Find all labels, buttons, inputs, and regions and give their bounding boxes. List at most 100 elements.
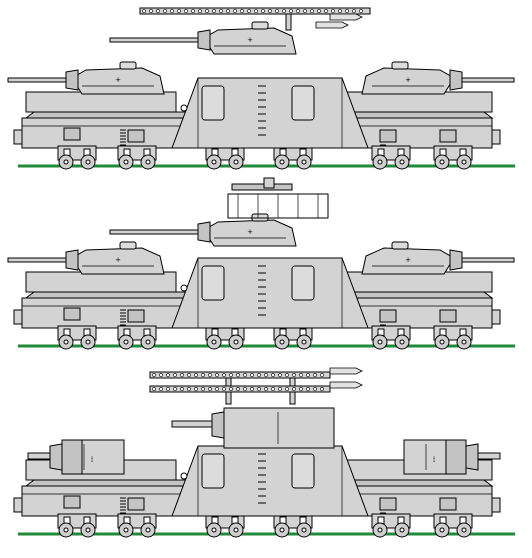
rail-hole <box>285 387 289 391</box>
wheel-hub <box>301 527 307 533</box>
rail-hole <box>194 373 198 377</box>
rail-hole <box>261 9 265 13</box>
rail-hole <box>212 9 216 13</box>
bogie <box>371 513 411 538</box>
wheel-hub <box>399 527 405 533</box>
bogie <box>433 145 473 170</box>
platform-left <box>25 271 177 293</box>
rail-hole <box>163 9 167 13</box>
gun-mantlet <box>197 29 211 51</box>
gun-barrel <box>27 452 51 460</box>
gun-mantlet <box>449 69 463 91</box>
bogie <box>205 145 245 170</box>
bogie <box>57 145 97 170</box>
rail-hole <box>187 387 191 391</box>
bogie <box>205 513 245 538</box>
bogie <box>273 513 313 538</box>
rail-hole <box>236 387 240 391</box>
variant-3: ⁞⁞⁞ <box>13 367 515 538</box>
rail-hole <box>338 9 342 13</box>
axle-box <box>127 309 145 323</box>
rail-hole <box>198 9 202 13</box>
casemate-body <box>171 77 369 149</box>
rail-hole <box>173 387 177 391</box>
variant-2: +++ <box>7 177 515 350</box>
rail-hole <box>247 9 251 13</box>
rail-hole <box>222 373 226 377</box>
rail-hole <box>191 9 195 13</box>
rail-hole <box>180 373 184 377</box>
wheel-hub <box>377 527 383 533</box>
wheel-hub <box>279 159 285 165</box>
wheel-hub <box>63 527 69 533</box>
end-turret-left: ⁞ <box>27 439 125 475</box>
gun-mantlet <box>197 221 211 243</box>
rail-hole <box>320 373 324 377</box>
wheel-hub <box>377 159 383 165</box>
axle-box <box>127 497 145 511</box>
rail-hole <box>268 9 272 13</box>
rail-hole <box>306 373 310 377</box>
rail-hole <box>170 9 174 13</box>
rail-hole <box>271 373 275 377</box>
rail-hole <box>282 9 286 13</box>
side-door <box>291 85 315 121</box>
turret-mark: + <box>405 76 411 84</box>
wheel-hub <box>85 159 91 165</box>
rail-hole <box>306 387 310 391</box>
side-door <box>201 85 225 121</box>
rocket <box>329 367 363 375</box>
rail-hole <box>359 9 363 13</box>
axle-box <box>63 495 81 509</box>
rocket <box>329 13 363 21</box>
wheel-hub <box>399 339 405 345</box>
rail-hole <box>292 373 296 377</box>
turret-side-plate <box>61 439 83 475</box>
rail-hole <box>156 9 160 13</box>
axle-box <box>63 307 81 321</box>
wheel-hub <box>233 527 239 533</box>
rail-hole <box>222 387 226 391</box>
rocket-rail <box>139 7 371 15</box>
axle-box <box>379 497 397 511</box>
turret-side-plate <box>445 439 467 475</box>
wheel-hub <box>439 527 445 533</box>
variant-1: +++ <box>7 7 515 170</box>
wheel-hub <box>233 339 239 345</box>
side-door <box>201 265 225 301</box>
machine-gun-mount <box>263 177 275 189</box>
gun-mantlet <box>49 443 63 471</box>
wheel-hub <box>123 527 129 533</box>
gun-barrel <box>461 77 515 83</box>
gun-mantlet <box>465 443 479 471</box>
gun-barrel <box>171 420 213 428</box>
turret-mark: ⁞ <box>91 455 94 464</box>
platform-right <box>341 271 493 293</box>
wheel-hub <box>211 159 217 165</box>
turret-mark: + <box>405 256 411 264</box>
launcher-post <box>285 13 292 31</box>
casemate-body <box>171 257 369 329</box>
gun-barrel <box>109 229 199 235</box>
wheel-hub <box>123 159 129 165</box>
rocket-body <box>329 367 363 375</box>
rail-hole <box>250 387 254 391</box>
wheel-hub <box>85 527 91 533</box>
rail-hole <box>177 9 181 13</box>
gun-barrel <box>461 257 515 263</box>
rail-hole <box>257 387 261 391</box>
gun-barrel <box>7 77 67 83</box>
rail-hole <box>166 373 170 377</box>
emblem <box>180 284 188 292</box>
side-door <box>291 453 315 489</box>
rail-hole <box>166 387 170 391</box>
turret-mark: + <box>247 36 253 44</box>
axle-box <box>379 129 397 143</box>
rail-hole <box>303 9 307 13</box>
rail-hole <box>208 373 212 377</box>
axle-box <box>379 309 397 323</box>
wheel-hub <box>211 339 217 345</box>
casemate <box>171 445 369 517</box>
main-turret: + <box>109 213 297 247</box>
rail-hole <box>229 387 233 391</box>
